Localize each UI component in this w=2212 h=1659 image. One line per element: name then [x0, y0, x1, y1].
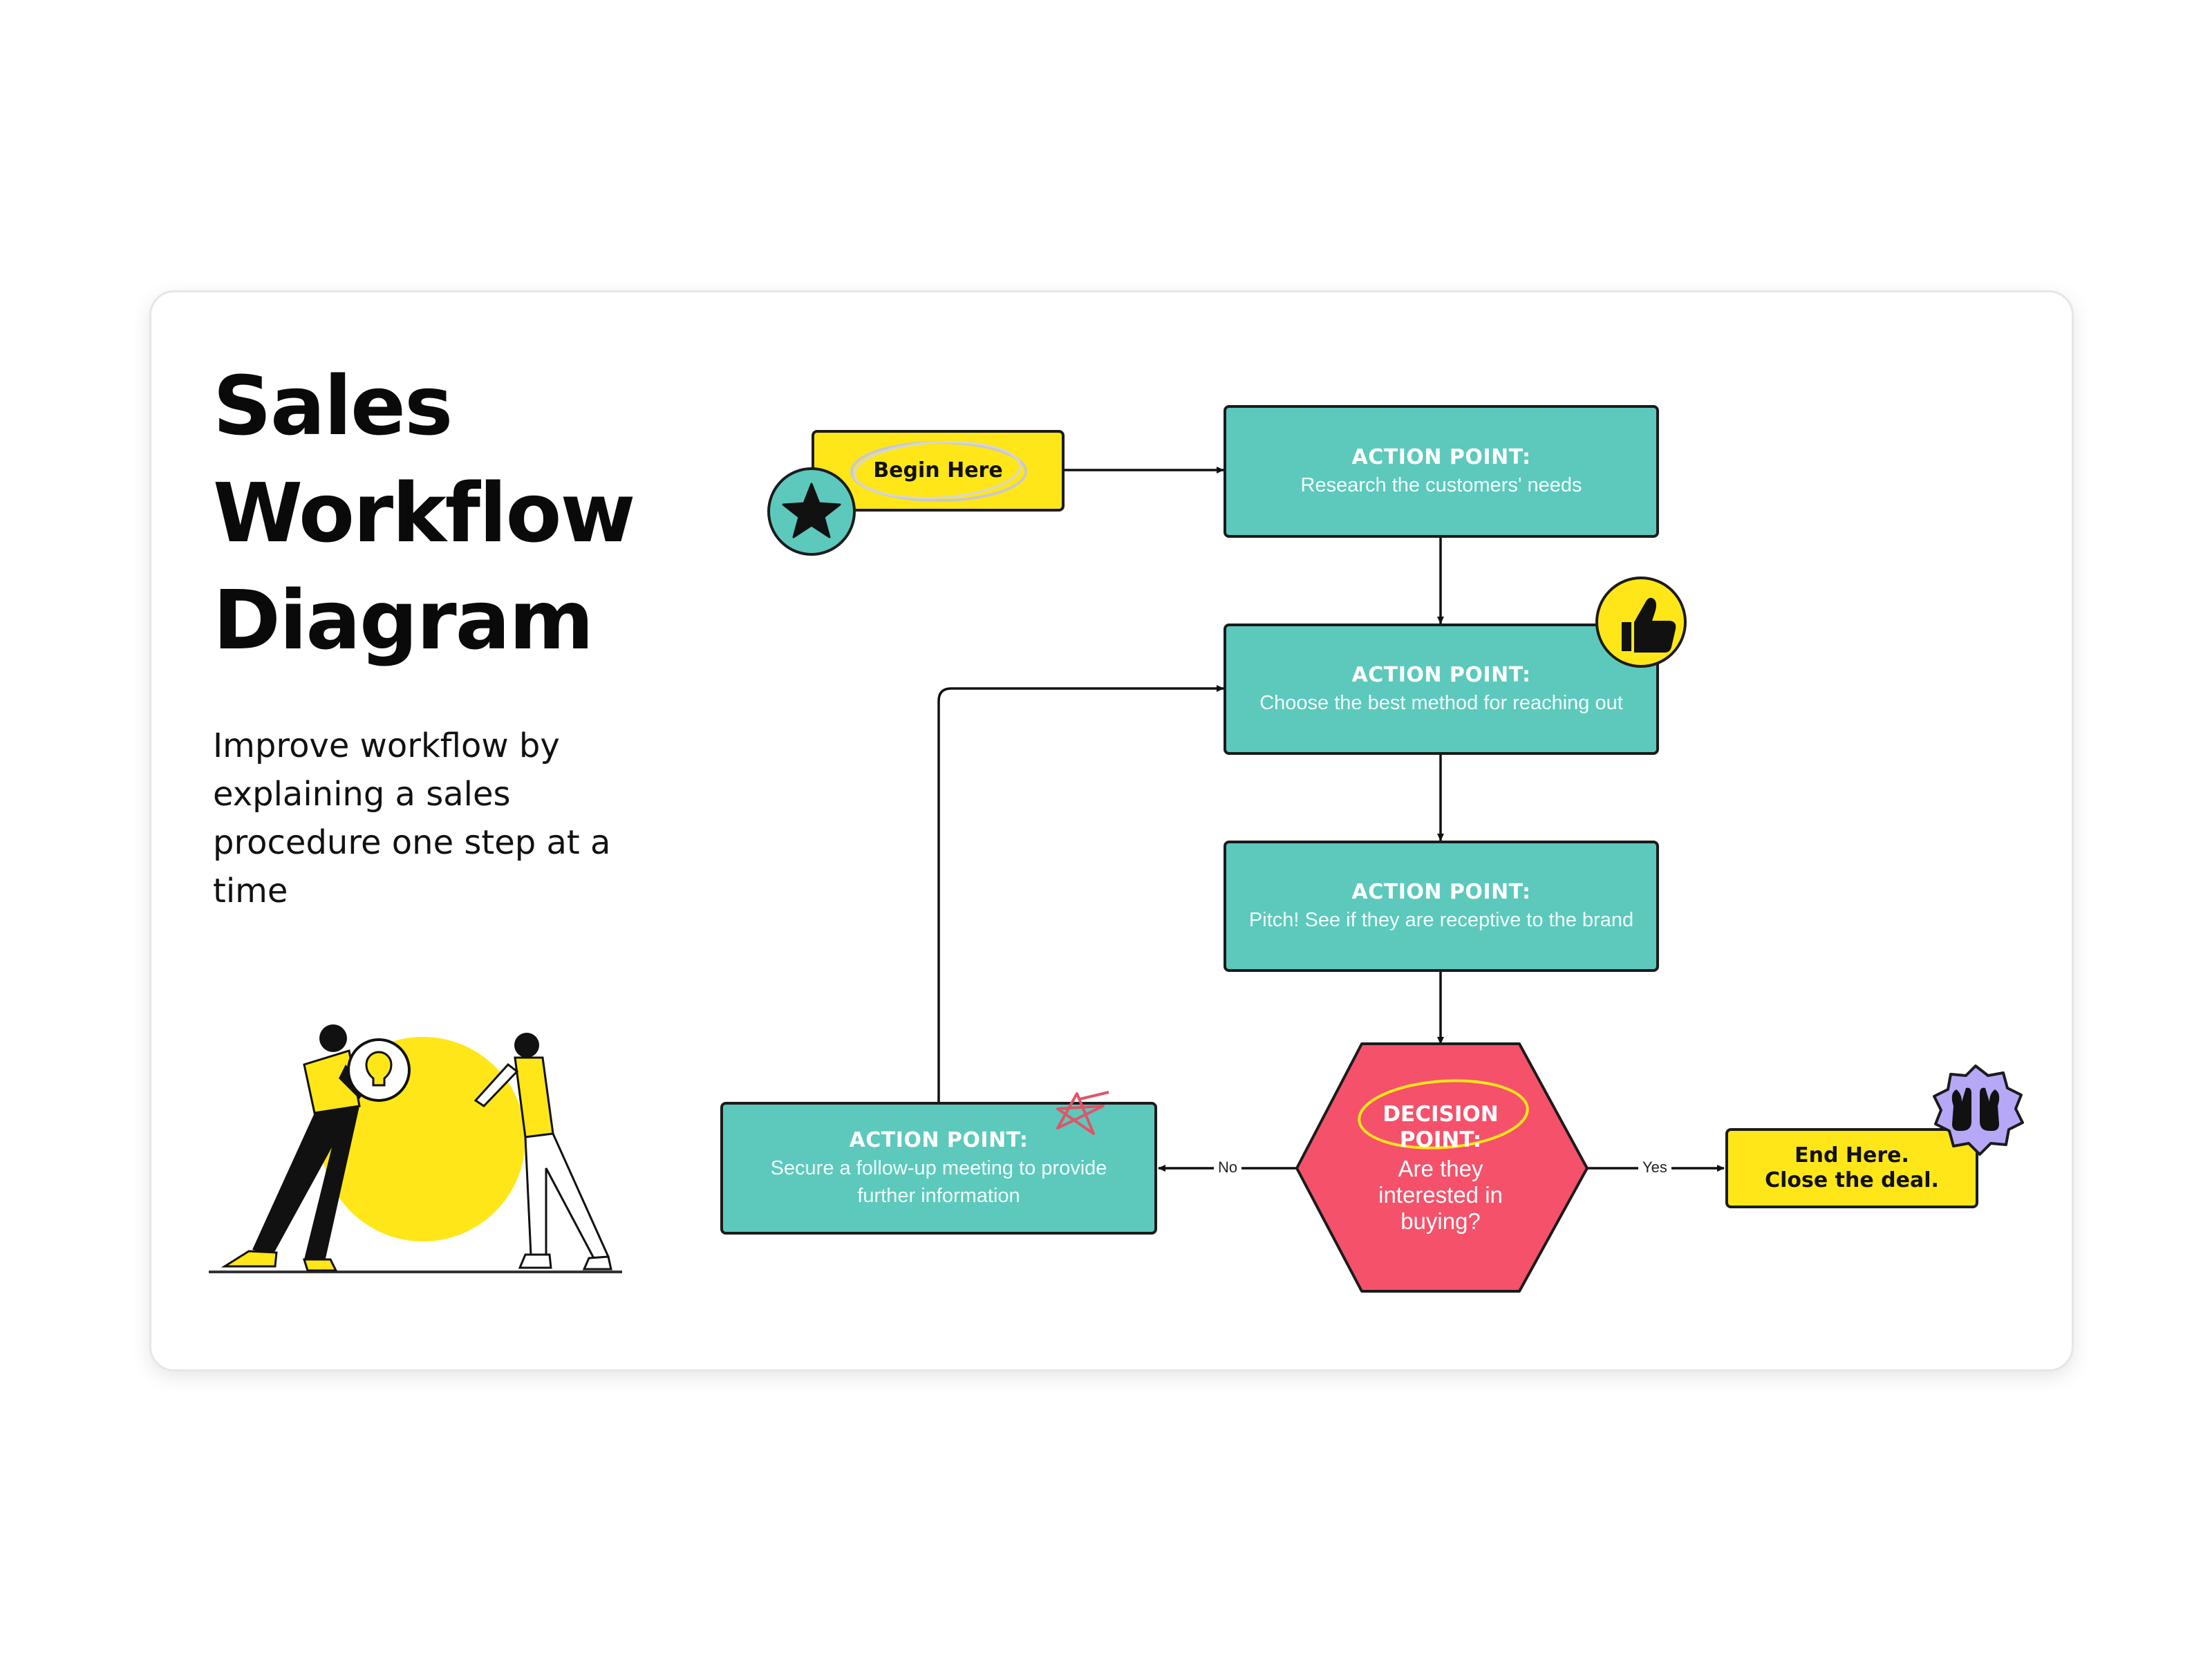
decision-detail: Are they interested in buying? [1378, 1156, 1503, 1234]
decision-heading: DECISION POINT: [1382, 1102, 1499, 1152]
node-research-needs[interactable]: ACTION POINT: Research the customers' ne… [1224, 405, 1659, 538]
end-line-2: Close the deal. [1765, 1168, 1939, 1192]
page-title: Sales Workflow Diagram [213, 353, 697, 674]
node-detail: Secure a follow-up meeting to provide fu… [770, 1157, 1107, 1207]
node-pitch[interactable]: ACTION POINT: Pitch! See if they are rec… [1224, 841, 1659, 972]
edge-label-yes: Yes [1638, 1159, 1671, 1177]
node-heading: ACTION POINT: [1351, 663, 1531, 687]
end-line-1: End Here. [1794, 1143, 1909, 1168]
scribble-star-icon [1056, 1091, 1109, 1135]
node-choose-method[interactable]: ACTION POINT: Choose the best method for… [1224, 624, 1659, 755]
node-detail: Choose the best method for reaching out [1259, 692, 1623, 714]
node-detail: Pitch! See if they are receptive to the … [1248, 909, 1634, 931]
title-line-1: Sales [213, 358, 453, 453]
node-heading: ACTION POINT: [1351, 445, 1531, 469]
node-heading: ACTION POINT: [849, 1128, 1029, 1152]
edge-followup-method [937, 685, 1224, 1102]
node-end-here[interactable]: End Here. Close the deal. [1725, 1128, 1978, 1208]
edge-label-no: No [1214, 1159, 1242, 1177]
raised-hands-icon [1933, 1065, 2024, 1156]
node-follow-up-meeting[interactable]: ACTION POINT: Secure a follow-up meeting… [720, 1102, 1157, 1235]
page-subtitle: Improve workflow by explaining a sales p… [213, 727, 611, 910]
node-decision[interactable]: DECISION POINT: Are they interested in b… [1294, 1042, 1587, 1294]
star-icon [767, 467, 856, 556]
thumbs-up-icon [1595, 577, 1687, 668]
title-line-2: Workflow [213, 465, 636, 561]
node-heading: ACTION POINT: [1351, 880, 1531, 904]
node-detail: Research the customers' needs [1300, 474, 1582, 496]
begin-here-label: Begin Here [873, 458, 1003, 482]
title-line-3: Diagram [213, 572, 594, 668]
